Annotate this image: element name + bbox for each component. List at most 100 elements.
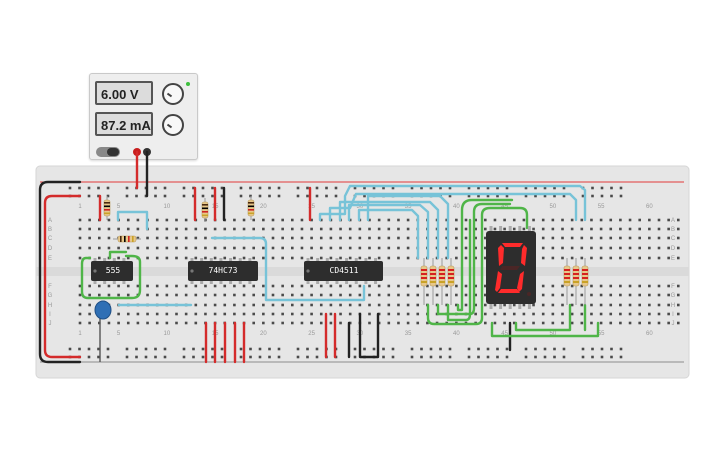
breadboard-hole[interactable] xyxy=(291,227,294,231)
breadboard-hole[interactable] xyxy=(474,246,477,250)
rail-hole[interactable] xyxy=(524,194,528,198)
rail-hole[interactable] xyxy=(154,186,157,190)
breadboard-hole[interactable] xyxy=(358,227,362,231)
breadboard-hole[interactable] xyxy=(377,236,381,240)
wire-blue[interactable] xyxy=(210,236,366,302)
breadboard-hole[interactable] xyxy=(387,246,391,250)
breadboard-hole[interactable] xyxy=(667,236,670,240)
breadboard-hole[interactable] xyxy=(638,256,641,260)
breadboard-hole[interactable] xyxy=(107,246,111,250)
breadboard-hole[interactable] xyxy=(445,227,448,231)
rail-hole[interactable] xyxy=(610,355,613,359)
breadboard-hole[interactable] xyxy=(291,321,294,325)
breadboard-hole[interactable] xyxy=(175,246,178,250)
breadboard-hole[interactable] xyxy=(194,256,198,260)
breadboard-hole[interactable] xyxy=(175,284,178,288)
breadboard-hole[interactable] xyxy=(484,284,487,288)
breadboard-hole[interactable] xyxy=(252,312,255,316)
breadboard-hole[interactable] xyxy=(619,256,622,260)
breadboard-hole[interactable] xyxy=(464,256,468,260)
breadboard-hole[interactable] xyxy=(339,256,342,260)
breadboard-hole[interactable] xyxy=(319,284,323,288)
breadboard-hole[interactable] xyxy=(194,236,198,240)
rail-hole[interactable] xyxy=(391,355,395,359)
breadboard-hole[interactable] xyxy=(455,284,458,288)
rail-hole[interactable] xyxy=(135,347,138,351)
breadboard-hole[interactable] xyxy=(78,312,82,316)
rail-hole[interactable] xyxy=(439,186,442,190)
breadboard-hole[interactable] xyxy=(599,236,603,240)
breadboard-hole[interactable] xyxy=(242,227,246,231)
rail-hole[interactable] xyxy=(553,186,556,190)
breadboard-hole[interactable] xyxy=(194,321,198,325)
breadboard-hole[interactable] xyxy=(262,284,265,288)
rail-hole[interactable] xyxy=(211,355,214,359)
breadboard-hole[interactable] xyxy=(599,321,603,325)
breadboard-hole[interactable] xyxy=(484,293,487,297)
rail-hole[interactable] xyxy=(268,194,271,198)
breadboard-hole[interactable] xyxy=(599,303,603,307)
breadboard-hole[interactable] xyxy=(117,227,120,231)
breadboard-hole[interactable] xyxy=(310,312,313,316)
rail-hole[interactable] xyxy=(486,355,490,359)
rail-hole[interactable] xyxy=(448,347,452,351)
breadboard-hole[interactable] xyxy=(677,321,680,325)
rail-hole[interactable] xyxy=(363,347,366,351)
breadboard-hole[interactable] xyxy=(175,256,178,260)
breadboard-hole[interactable] xyxy=(397,293,400,297)
breadboard-hole[interactable] xyxy=(493,303,497,307)
rail-hole[interactable] xyxy=(610,347,613,351)
breadboard-hole[interactable] xyxy=(78,293,82,297)
rail-hole[interactable] xyxy=(220,355,224,359)
breadboard-hole[interactable] xyxy=(223,293,227,297)
breadboard-hole[interactable] xyxy=(493,312,497,316)
breadboard-hole[interactable] xyxy=(657,284,661,288)
breadboard-hole[interactable] xyxy=(165,218,169,222)
breadboard-hole[interactable] xyxy=(175,218,178,222)
breadboard-hole[interactable] xyxy=(551,321,555,325)
breadboard-hole[interactable] xyxy=(541,236,545,240)
breadboard-hole[interactable] xyxy=(78,321,82,325)
breadboard-hole[interactable] xyxy=(561,256,564,260)
breadboard-hole[interactable] xyxy=(619,303,622,307)
breadboard-hole[interactable] xyxy=(551,256,555,260)
breadboard-hole[interactable] xyxy=(638,312,641,316)
breadboard-hole[interactable] xyxy=(281,246,284,250)
breadboard-hole[interactable] xyxy=(628,321,632,325)
breadboard-hole[interactable] xyxy=(580,303,584,307)
breadboard-hole[interactable] xyxy=(619,284,622,288)
breadboard-hole[interactable] xyxy=(213,284,217,288)
voltage-knob[interactable] xyxy=(162,83,184,105)
breadboard-hole[interactable] xyxy=(165,284,169,288)
breadboard-hole[interactable] xyxy=(271,312,275,316)
breadboard-hole[interactable] xyxy=(484,236,487,240)
breadboard-hole[interactable] xyxy=(551,236,555,240)
breadboard-hole[interactable] xyxy=(638,293,641,297)
breadboard-hole[interactable] xyxy=(387,284,391,288)
breadboard-hole[interactable] xyxy=(522,321,526,325)
breadboard-hole[interactable] xyxy=(281,312,284,316)
breadboard-hole[interactable] xyxy=(455,303,458,307)
breadboard-hole[interactable] xyxy=(387,236,391,240)
breadboard-hole[interactable] xyxy=(368,227,371,231)
breadboard-hole[interactable] xyxy=(590,218,593,222)
rail-hole[interactable] xyxy=(467,186,471,190)
rail-hole[interactable] xyxy=(553,355,556,359)
rail-hole[interactable] xyxy=(619,347,623,351)
breadboard-hole[interactable] xyxy=(271,218,275,222)
breadboard-hole[interactable] xyxy=(136,236,140,240)
breadboard-hole[interactable] xyxy=(648,312,651,316)
breadboard-hole[interactable] xyxy=(570,227,574,231)
breadboard-hole[interactable] xyxy=(194,293,198,297)
breadboard-hole[interactable] xyxy=(609,312,613,316)
breadboard-hole[interactable] xyxy=(117,284,120,288)
rail-hole[interactable] xyxy=(182,347,186,351)
rail-hole[interactable] xyxy=(410,347,414,351)
breadboard-hole[interactable] xyxy=(126,227,130,231)
breadboard-hole[interactable] xyxy=(561,293,564,297)
breadboard-hole[interactable] xyxy=(175,236,178,240)
rail-hole[interactable] xyxy=(591,347,594,351)
breadboard-hole[interactable] xyxy=(599,284,603,288)
breadboard-hole[interactable] xyxy=(339,246,342,250)
